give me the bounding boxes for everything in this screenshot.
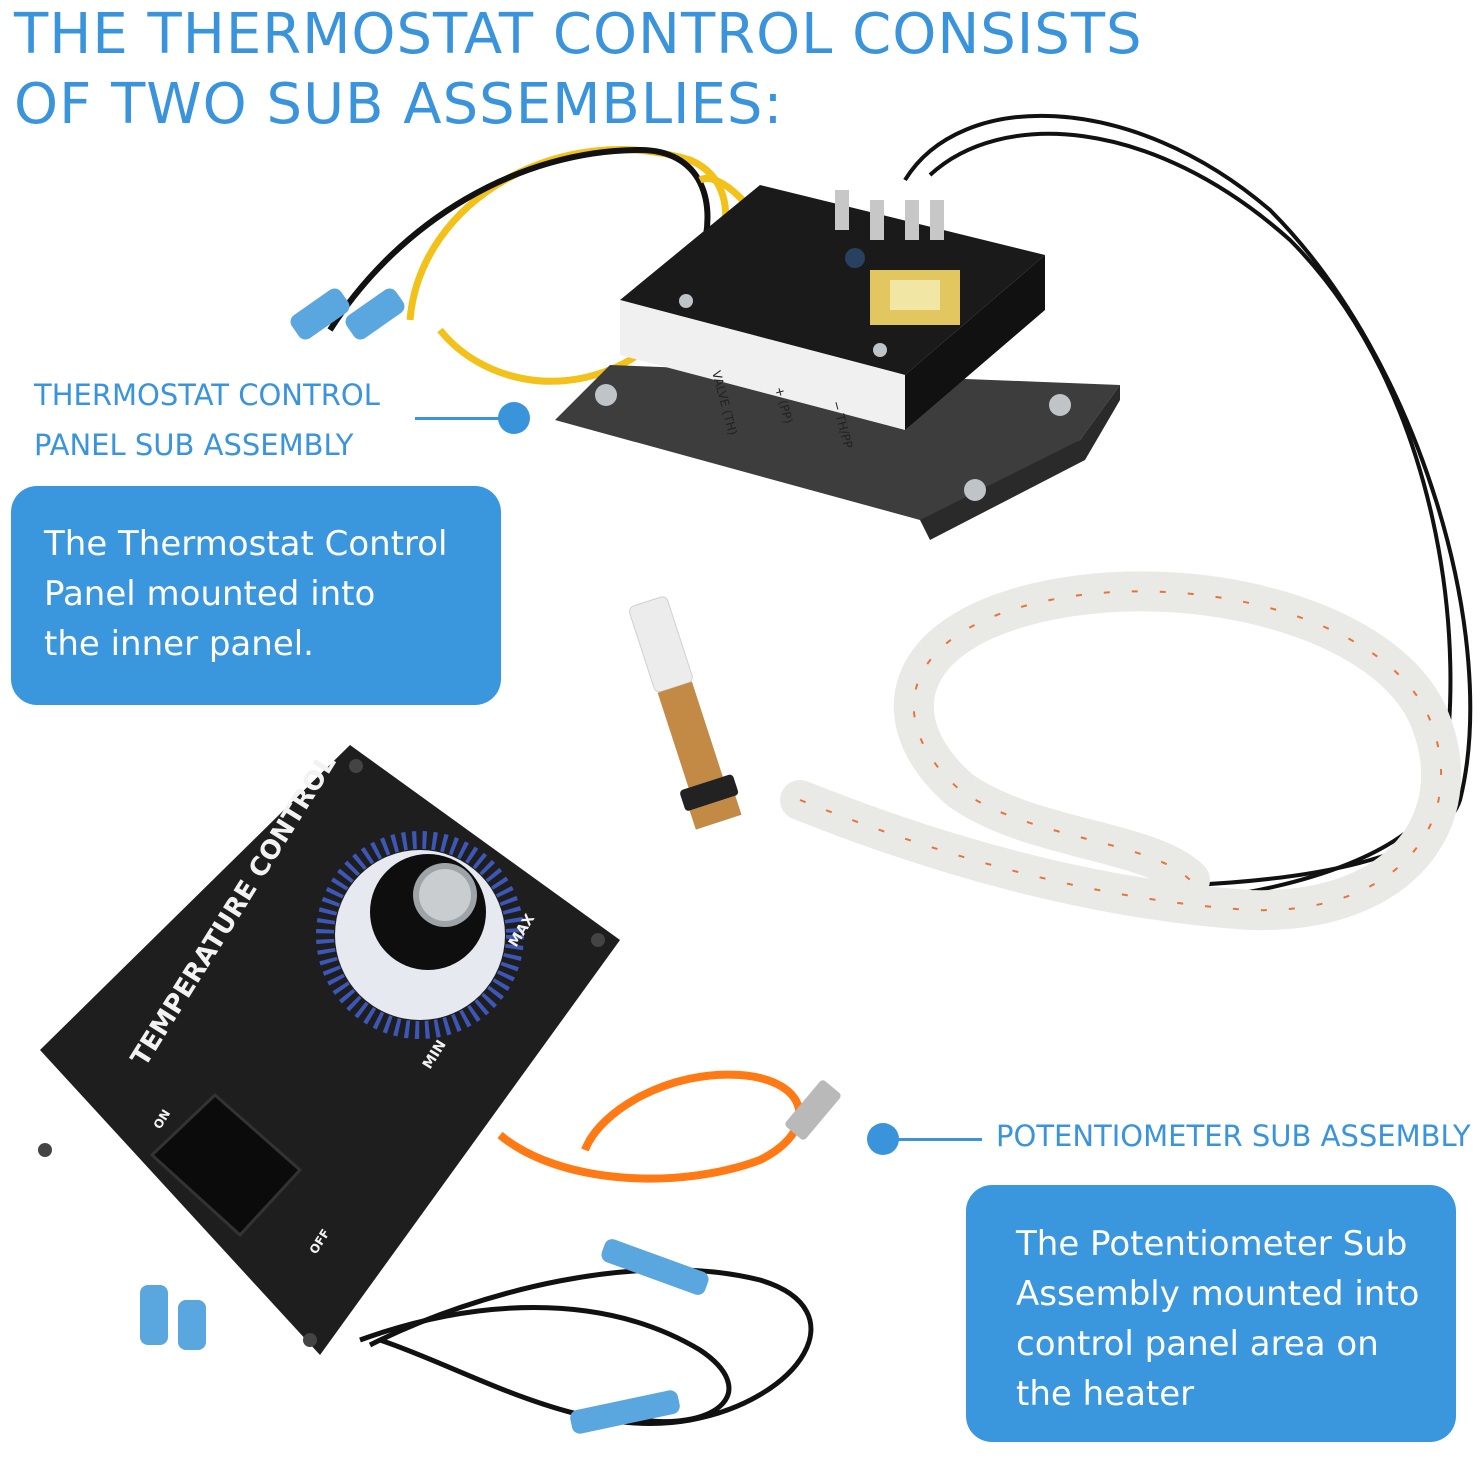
potentiometer-desc-line-4: the heater [1016, 1374, 1195, 1414]
blue-connector [345, 288, 405, 340]
sensor-probe [629, 596, 742, 830]
sleeve-stripes [799, 590, 1443, 912]
headline: THE THERMOSTAT CONTROL CONSISTS OF TWO S… [14, 0, 1143, 140]
thermostat-desc-line-3: the inner panel. [44, 624, 314, 664]
dial-scale [316, 831, 524, 1039]
black-wire [327, 146, 711, 332]
headline-line-1: THE THERMOSTAT CONTROL CONSISTS [14, 2, 1143, 67]
thermostat-panel-label: THERMOSTAT CONTROL PANEL SUB ASSEMBLY [34, 370, 380, 470]
thermostat-panel-description: The Thermostat Control Panel mounted int… [11, 486, 501, 705]
black-wire [368, 1267, 814, 1426]
thermostat-panel-label-line-1: THERMOSTAT CONTROL [34, 378, 380, 412]
rocker-switch [149, 1092, 303, 1238]
blue-connector [178, 1300, 206, 1350]
orange-wire [497, 1070, 804, 1183]
callout-line [415, 417, 515, 420]
thermostat-panel-label-line-2: PANEL SUB ASSEMBLY [34, 428, 354, 462]
thermocouple-wire [928, 131, 1453, 902]
potentiometer-desc-line-2: Assembly mounted into [1016, 1274, 1420, 1314]
black-wire [359, 1305, 732, 1424]
control-box-front [620, 300, 905, 430]
callout-dot [498, 402, 530, 434]
callout-line [890, 1138, 982, 1141]
headline-line-2: OF TWO SUB ASSEMBLIES: [14, 72, 784, 137]
potentiometer-desc-line-1: The Potentiometer Sub [1016, 1224, 1408, 1264]
control-box-side [905, 255, 1045, 430]
thermostat-desc-line-2: Panel mounted into [44, 574, 376, 614]
mounting-bracket [920, 385, 1120, 540]
temperature-panel [40, 745, 620, 1355]
blue-connector [570, 1390, 680, 1434]
potentiometer-label: POTENTIOMETER SUB ASSEMBLY [996, 1119, 1471, 1153]
braided-sleeve [780, 571, 1462, 931]
potentiometer-desc-line-3: control panel area on [1016, 1324, 1379, 1364]
thermostat-desc-line-1: The Thermostat Control [44, 524, 448, 564]
blue-connector [290, 288, 350, 340]
potentiometer-description: The Potentiometer Sub Assembly mounted i… [966, 1185, 1456, 1442]
blue-connector [140, 1285, 168, 1345]
blue-connector [601, 1239, 709, 1295]
